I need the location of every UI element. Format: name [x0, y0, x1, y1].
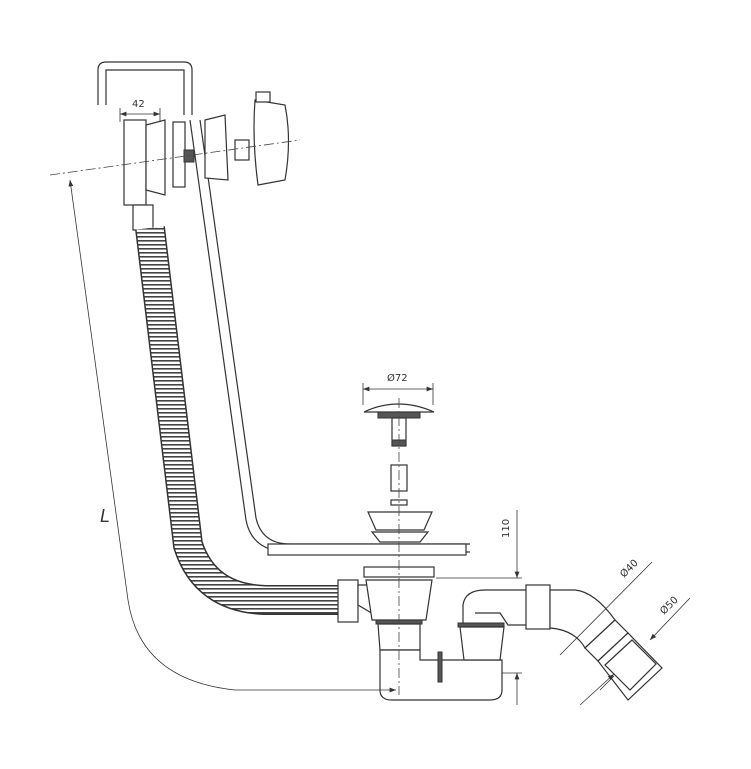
drain-trap: [337, 566, 663, 701]
overflow-assembly: [123, 91, 290, 231]
dimension-42-label: 42: [132, 99, 145, 110]
dimension-length: L: [68, 179, 396, 693]
overflow-axis: [49, 139, 301, 176]
dimension-50-label: Ø50: [658, 594, 681, 617]
dimension-length-label: L: [100, 506, 110, 526]
dimension-plug-diameter: Ø72: [362, 372, 434, 405]
dimension-42: 42: [119, 99, 161, 122]
dimension-110-label: 110: [501, 519, 512, 538]
dimension-110: 110: [436, 510, 522, 705]
dimension-plug-label: Ø72: [387, 372, 408, 384]
